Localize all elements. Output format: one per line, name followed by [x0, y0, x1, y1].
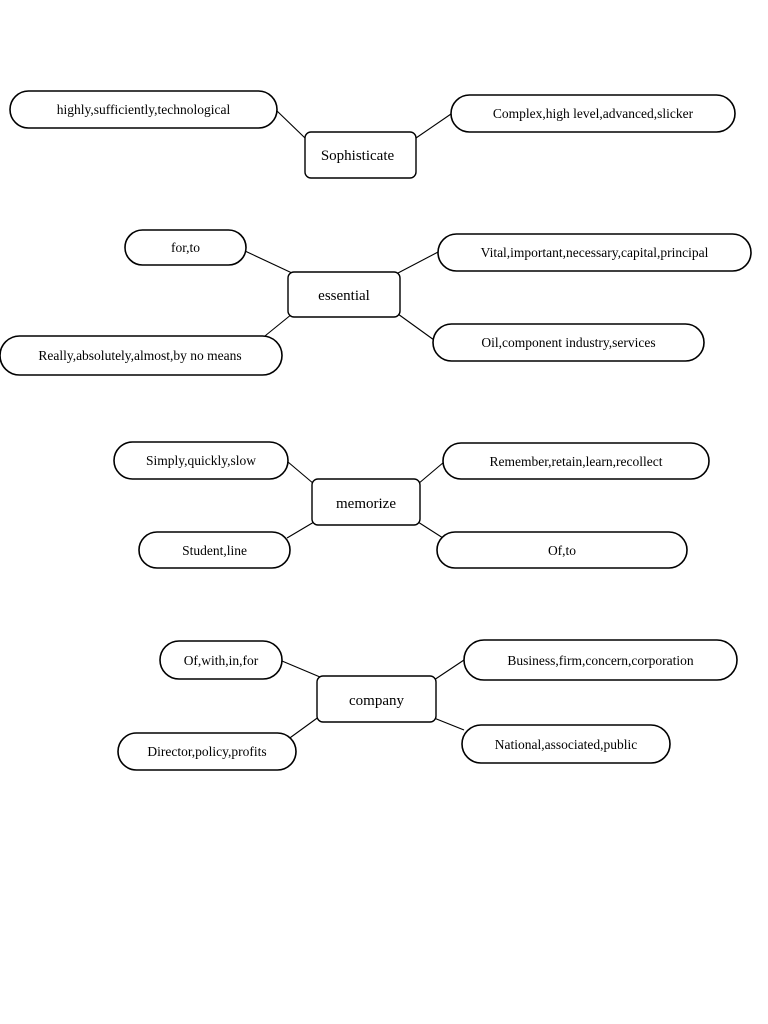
connector-line [281, 660, 321, 678]
association-oval [442, 442, 710, 480]
center-word-label: Sophisticate [321, 148, 395, 164]
association-oval [159, 640, 283, 680]
center-word-label: memorize [336, 496, 396, 512]
association-label: Director,policy,profits [147, 744, 266, 759]
association-oval [113, 441, 289, 480]
connector-line [417, 521, 444, 539]
connector-line [433, 659, 465, 681]
association-label: Of,to [548, 543, 576, 558]
association-oval [9, 90, 278, 129]
association-label: Really,absolutely,almost,by no means [38, 348, 241, 363]
association-label: National,associated,public [495, 737, 637, 752]
connector-line [244, 250, 293, 274]
association-oval [124, 229, 247, 266]
word-map-sophisticate: Sophisticate highly,sufficiently,technol… [9, 90, 736, 179]
association-label: Complex,high level,advanced,slicker [493, 106, 694, 121]
word-map-memorize: memorize Simply,quickly,slow Remember,re… [113, 441, 710, 569]
association-label: Simply,quickly,slow [146, 453, 256, 468]
association-oval [436, 531, 688, 569]
association-label: Student,line [182, 543, 247, 558]
association-oval [450, 94, 736, 133]
center-word-box [287, 271, 401, 318]
connector-line [397, 313, 435, 341]
center-word-label: company [349, 693, 404, 709]
association-label: Oil,component industry,services [481, 335, 655, 350]
association-label: Of,with,in,for [184, 653, 259, 668]
center-word-box [304, 131, 417, 179]
connector-line [433, 717, 465, 731]
connector-line [286, 715, 321, 741]
connector-line [275, 109, 306, 139]
association-oval [463, 639, 738, 681]
association-label: highly,sufficiently,technological [57, 102, 231, 117]
association-label: for,to [171, 240, 200, 255]
association-oval [432, 323, 705, 362]
center-word-box [311, 478, 421, 526]
connector-line [397, 250, 441, 274]
association-oval [437, 233, 752, 272]
connector-line [415, 113, 452, 139]
word-map-company: company Of,with,in,for Business,firm,con… [117, 639, 738, 771]
word-map-essential: essential for,to Vital,important,necessa… [0, 229, 752, 376]
connector-line [417, 461, 445, 485]
association-oval [138, 531, 291, 569]
center-word-box [316, 675, 437, 723]
association-oval [461, 724, 671, 764]
association-oval [0, 335, 283, 376]
association-label: Remember,retain,learn,recollect [490, 454, 663, 469]
association-label: Vital,important,necessary,capital,princi… [481, 245, 709, 260]
connector-line [287, 461, 315, 485]
association-oval [117, 732, 297, 771]
association-label: Business,firm,concern,corporation [507, 653, 694, 668]
connector-line [286, 521, 315, 539]
center-word-label: essential [318, 288, 370, 304]
